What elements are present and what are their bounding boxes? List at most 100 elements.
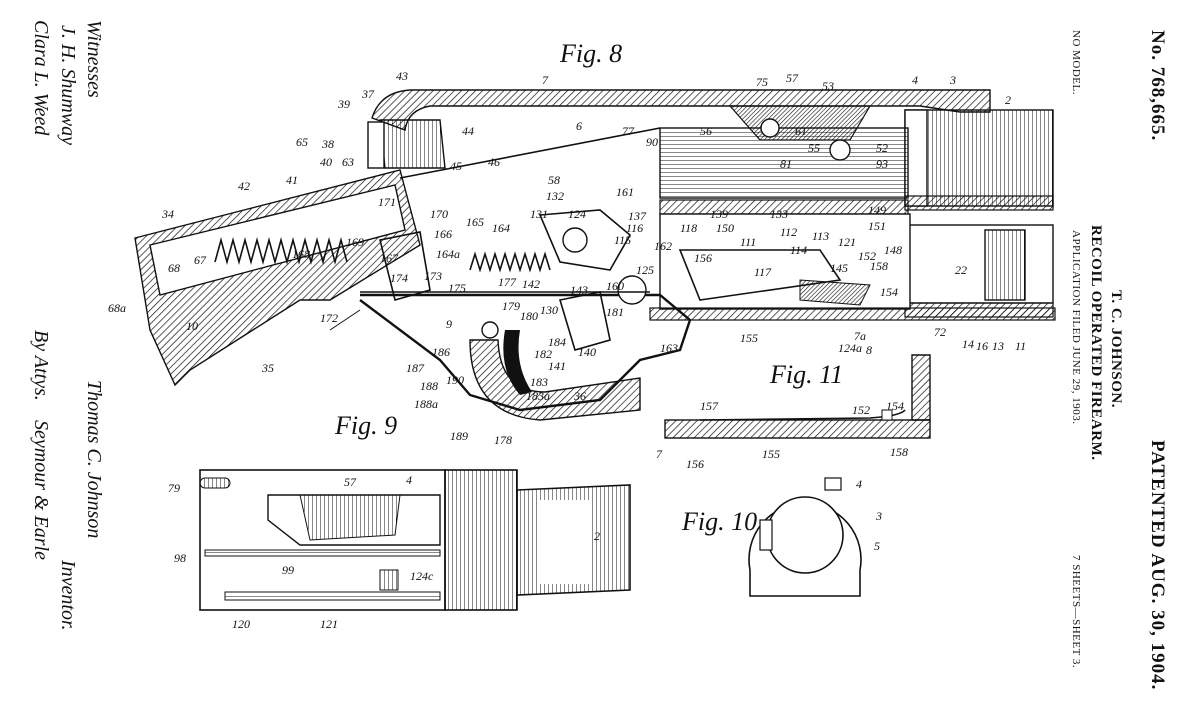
ref-132: 132 bbox=[546, 189, 564, 203]
ref-90: 90 bbox=[646, 135, 658, 149]
ref-114: 114 bbox=[790, 243, 807, 257]
sear-pivot bbox=[617, 275, 647, 305]
ref-113: 113 bbox=[812, 229, 829, 243]
ref-116: 116 bbox=[626, 221, 643, 235]
ref-156b: 156 bbox=[686, 457, 704, 471]
ref-152b: 152 bbox=[852, 403, 870, 417]
patented-date: PATENTED AUG. 30, 1904. bbox=[1147, 440, 1168, 690]
ref-121: 121 bbox=[838, 235, 856, 249]
ref-120: 120 bbox=[232, 617, 250, 631]
attorneys-signature: Seymour & Earle bbox=[30, 420, 52, 560]
ref-13: 13 bbox=[992, 339, 1004, 353]
ref-2: 2 bbox=[1005, 93, 1011, 107]
ref-52: 52 bbox=[876, 141, 888, 155]
ref-22: 22 bbox=[955, 263, 967, 277]
fig9-label: Fig. 9 bbox=[334, 411, 397, 440]
ref-4c: 4 bbox=[856, 477, 862, 491]
ref-189: 189 bbox=[450, 429, 468, 443]
ref-37: 37 bbox=[361, 87, 375, 101]
fig9-reference-numerals: 79 57 4 2 98 99 124c 120 121 bbox=[168, 473, 600, 631]
ref-2b: 2 bbox=[594, 529, 600, 543]
ref-188: 188 bbox=[420, 379, 438, 393]
figure-9: Fig. 9 79 57 4 2 98 99 124c 120 121 bbox=[168, 411, 631, 631]
ref-35: 35 bbox=[261, 361, 274, 375]
ref-42: 42 bbox=[238, 179, 250, 193]
ref-45: 45 bbox=[450, 159, 462, 173]
ref-160: 160 bbox=[606, 279, 624, 293]
ref-3: 3 bbox=[949, 73, 956, 87]
ref-121b: 121 bbox=[320, 617, 338, 631]
witnesses-label: Witnesses bbox=[83, 20, 105, 98]
ref-167: 167 bbox=[380, 251, 399, 265]
ref-68: 68 bbox=[168, 261, 180, 275]
ref-8: 8 bbox=[866, 343, 872, 357]
ref-166: 166 bbox=[434, 227, 452, 241]
trigger bbox=[503, 330, 532, 395]
buttstock-bore bbox=[149, 184, 406, 296]
ref-145: 145 bbox=[830, 261, 848, 275]
attorneys-label: By Attys. bbox=[30, 330, 52, 401]
cocking-handle bbox=[379, 119, 446, 169]
ref-158: 158 bbox=[870, 259, 888, 273]
magazine-tube bbox=[904, 224, 1054, 304]
ref-150: 150 bbox=[716, 221, 734, 235]
ref-5c: 5 bbox=[874, 539, 880, 553]
ref-155b: 155 bbox=[762, 447, 780, 461]
lower-tang bbox=[329, 309, 361, 331]
ref-131: 131 bbox=[530, 207, 548, 221]
ref-36: 36 bbox=[573, 389, 586, 403]
trigger-pivot bbox=[481, 321, 499, 339]
inventor-header: T. C. JOHNSON. bbox=[1108, 290, 1124, 408]
ref-178: 178 bbox=[494, 433, 512, 447]
ref-75: 75 bbox=[756, 75, 768, 89]
invention-title: RECOIL OPERATED FIREARM. bbox=[1088, 225, 1104, 461]
ref-133: 133 bbox=[770, 207, 788, 221]
ref-183a: 183a bbox=[526, 389, 550, 403]
application-date: APPLICATION FILED JUNE 29, 1903. bbox=[1070, 230, 1082, 424]
detail-catch bbox=[881, 409, 893, 421]
ref-164a: 164a bbox=[436, 247, 460, 261]
ref-77: 77 bbox=[622, 124, 635, 138]
receiver-slant-line bbox=[399, 127, 661, 179]
ref-140: 140 bbox=[578, 345, 596, 359]
magazine-cap bbox=[984, 229, 1026, 301]
detail-plate bbox=[664, 419, 931, 439]
ref-16: 16 bbox=[976, 339, 988, 353]
ref-58: 58 bbox=[548, 173, 560, 187]
ref-46: 46 bbox=[488, 155, 500, 169]
ref-93: 93 bbox=[876, 157, 888, 171]
ref-34: 34 bbox=[161, 207, 174, 221]
ref-111: 111 bbox=[740, 235, 756, 249]
fig10-reference-numerals: 4 3 5 bbox=[856, 477, 882, 553]
ref-4: 4 bbox=[912, 73, 918, 87]
patent-number: No. 768,665. bbox=[1147, 30, 1168, 141]
ref-161: 161 bbox=[616, 185, 634, 199]
ref-57: 57 bbox=[786, 71, 799, 85]
ref-162: 162 bbox=[654, 239, 672, 253]
ref-143: 143 bbox=[570, 283, 588, 297]
ref-171: 171 bbox=[378, 195, 396, 209]
ref-155: 155 bbox=[740, 331, 758, 345]
witness-1-signature: J. H. Shumway bbox=[57, 25, 79, 145]
ref-10: 10 bbox=[186, 319, 198, 333]
figure-11: Fig. 11 157 152 154 7 156 155 158 bbox=[656, 354, 931, 471]
ref-68a: 68a bbox=[108, 301, 126, 315]
ref-56: 56 bbox=[700, 124, 712, 138]
fig11-reference-numerals: 157 152 154 7 156 155 158 bbox=[656, 399, 908, 471]
ref-124: 124 bbox=[568, 207, 586, 221]
cocking-knob bbox=[367, 121, 385, 169]
ref-98: 98 bbox=[174, 551, 186, 565]
sheet-count: 7 SHEETS—SHEET 3. bbox=[1070, 555, 1082, 668]
trigger-housing bbox=[359, 293, 692, 412]
ref-11: 11 bbox=[1015, 339, 1026, 353]
fig8-label: Fig. 8 bbox=[559, 39, 622, 68]
detail-upright bbox=[911, 354, 931, 421]
ref-187: 187 bbox=[406, 361, 425, 375]
bolt-cam-pin bbox=[829, 139, 851, 161]
ref-6: 6 bbox=[576, 119, 582, 133]
trigger-spring bbox=[469, 251, 551, 273]
carrier-linkage bbox=[678, 249, 842, 301]
figure-8: Fig. 8 bbox=[108, 39, 1056, 447]
ref-130: 130 bbox=[540, 303, 558, 317]
ref-9: 9 bbox=[446, 317, 452, 331]
